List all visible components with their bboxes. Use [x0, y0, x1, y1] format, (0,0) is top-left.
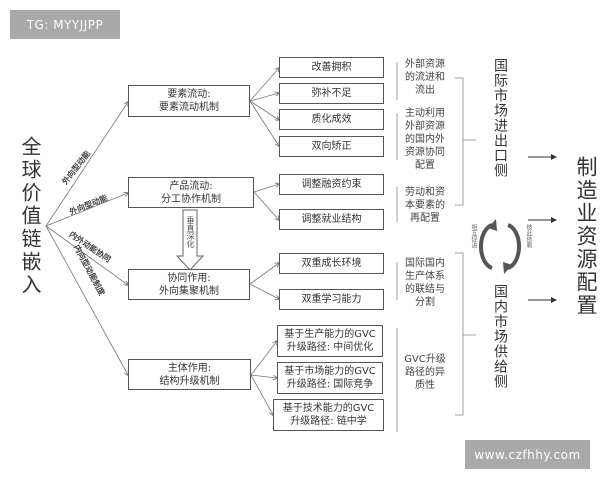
gvc-path-box: 基于技术能力的GVC 升级路径: 链中学 [273, 399, 384, 431]
upper-bracket [455, 77, 476, 206]
effect-box: 改善拥积 [279, 57, 384, 78]
gvc-path-line: 升级路径: 中间优化 [286, 342, 374, 353]
cycle-arrows-icon [478, 223, 522, 270]
mechanism-title: 产品流动: [169, 180, 213, 192]
effect-box: 调整就业结构 [279, 209, 384, 230]
effect-box: 双向矫正 [279, 136, 384, 157]
gvc-path-line: 升级路径: 链中学 [290, 416, 367, 427]
gvc-path-box: 基于生产能力的GVC 升级路径: 中间优化 [277, 325, 383, 357]
root-label: 全球价值链嵌入 [18, 136, 42, 297]
domestic-side-label: 国内市场供给侧 [492, 284, 508, 389]
effect-box: 弥补不足 [279, 83, 384, 104]
outcome-note: 国际国内生产体系的联结与分割 [405, 258, 445, 308]
mechanism-box-synergy: 协同作用:外向集聚机制 [128, 269, 250, 300]
mutual-dependence-label: 彼此依赖 [525, 224, 532, 248]
outcome-note: 主动利用外部资源的国内外资源协同配置 [405, 108, 445, 171]
outcome-note: 劳动和资本要素的再配置 [405, 187, 445, 224]
mechanism-title: 要素流动: [167, 89, 211, 100]
effect-box: 双重成长环境 [279, 253, 384, 274]
mechanism-name: 要素流动机制 [159, 102, 219, 113]
lower-bracket [455, 252, 476, 416]
gvc-path-line: 基于市场能力的GVC [284, 366, 376, 377]
channel-arrow-2 [45, 193, 128, 227]
gvc-path-line: 升级路径: 国际竞争 [286, 379, 374, 390]
vertical-deepen-label: 垂直深化 [186, 216, 195, 248]
mechanism-box-subject: 主体作用:结构升级机制 [128, 359, 251, 390]
mechanism-box-product-flow: 产品流动:分工协作机制 [128, 177, 254, 208]
gvc-path-line: 基于技术能力的GVC [282, 403, 375, 414]
mechanism-box-factor-flow: 要素流动: 要素流动机制 [128, 85, 250, 117]
mechanism-name: 外向集聚机制 [159, 285, 219, 297]
outcome-note: 外部资源的流进和流出 [405, 59, 445, 96]
international-side-label: 国际市场进出口侧 [492, 58, 508, 178]
mechanism-name: 分工协作机制 [161, 193, 221, 205]
mechanism-name: 结构升级机制 [159, 375, 220, 387]
result-label: 制造业资源配置 [574, 156, 598, 317]
vertical-deepen-arrow [175, 209, 205, 271]
mechanism-title: 主体作用: [167, 362, 212, 374]
gvc-path-line: 基于生产能力的GVC [284, 329, 376, 340]
channel-arrow-4 [45, 225, 128, 375]
top-watermark: TG: MYYJJPP [10, 10, 120, 39]
gvc-path-box: 基于市场能力的GVC 升级路径: 国际竞争 [277, 362, 383, 394]
effect-box: 双重学习能力 [279, 289, 384, 310]
channel-arrow-3 [45, 225, 128, 285]
effect-box: 调整融资约束 [279, 174, 384, 195]
bottom-watermark: www.czfhhy.com [465, 440, 590, 469]
mutual-promotion-label: 相互促进 [470, 224, 477, 248]
effect-box: 质化成效 [279, 109, 384, 130]
channel-arrow-1 [45, 102, 128, 227]
outcome-note: GVC升级路径的异质性 [404, 354, 446, 391]
mechanism-title: 协同作用: [167, 272, 211, 284]
